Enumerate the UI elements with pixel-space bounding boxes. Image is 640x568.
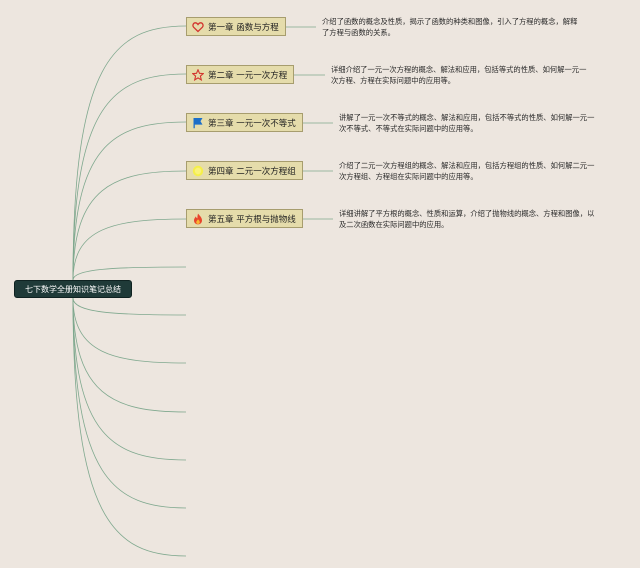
root-node[interactable]: 七下数学全册知识笔记总结: [14, 280, 132, 298]
chapter-node-2[interactable]: 第二章 一元一次方程: [186, 65, 295, 84]
chapter-desc-3: 讲解了一元一次不等式的概念、解法和应用，包括不等式的性质、如何解一元一 次不等式…: [339, 113, 595, 133]
branch-line-empty-5: [72, 297, 187, 461]
chapter-node-3[interactable]: 第三章 一元一次不等式: [186, 113, 303, 132]
branch-line-empty-2: [72, 297, 187, 316]
branch-line-empty-3: [72, 297, 187, 364]
chapter-desc-1: 介绍了函数的概念及性质，揭示了函数的种类和图像，引入了方程的概念，解释 了方程与…: [322, 17, 578, 37]
chapter-node-1[interactable]: 第一章 函数与方程: [186, 17, 286, 36]
branch-line-empty-7: [72, 297, 187, 557]
heart-icon: [192, 21, 204, 33]
branch-line-chapter-5: [72, 218, 187, 281]
chapter-title-5: 第五章 平方根与抛物线: [208, 214, 296, 225]
branch-line-chapter-1: [72, 25, 187, 281]
chapter-title-2: 第二章 一元一次方程: [208, 70, 288, 81]
chapter-desc-5: 详细讲解了平方根的概念、性质和运算，介绍了抛物线的概念、方程和图像，以 及二次函…: [339, 209, 595, 229]
flag-icon: [192, 117, 204, 129]
chapter-desc-4: 介绍了二元一次方程组的概念、解法和应用，包括方程组的性质、如何解二元一 次方程组…: [339, 161, 595, 181]
branch-line-empty-6: [72, 297, 187, 509]
chapter-title-4: 第四章 二元一次方程组: [208, 166, 296, 177]
branch-line-chapter-4: [72, 170, 187, 281]
chapter-node-5[interactable]: 第五章 平方根与抛物线: [186, 209, 303, 228]
branch-line-chapter-2: [72, 73, 187, 281]
fire-icon: [192, 213, 204, 225]
branch-line-empty-4: [72, 297, 187, 413]
chapter-desc-2: 详细介绍了一元一次方程的概念、解法和应用，包括等式的性质、如何解一元一 次方程、…: [331, 65, 587, 85]
sun-icon: [192, 165, 204, 177]
chapter-title-3: 第三章 一元一次不等式: [208, 118, 296, 129]
chapter-title-1: 第一章 函数与方程: [208, 22, 279, 33]
branch-line-chapter-3: [72, 121, 187, 281]
star-icon: [192, 68, 204, 81]
chapter-node-4[interactable]: 第四章 二元一次方程组: [186, 161, 303, 180]
branch-line-empty-1: [72, 266, 187, 281]
